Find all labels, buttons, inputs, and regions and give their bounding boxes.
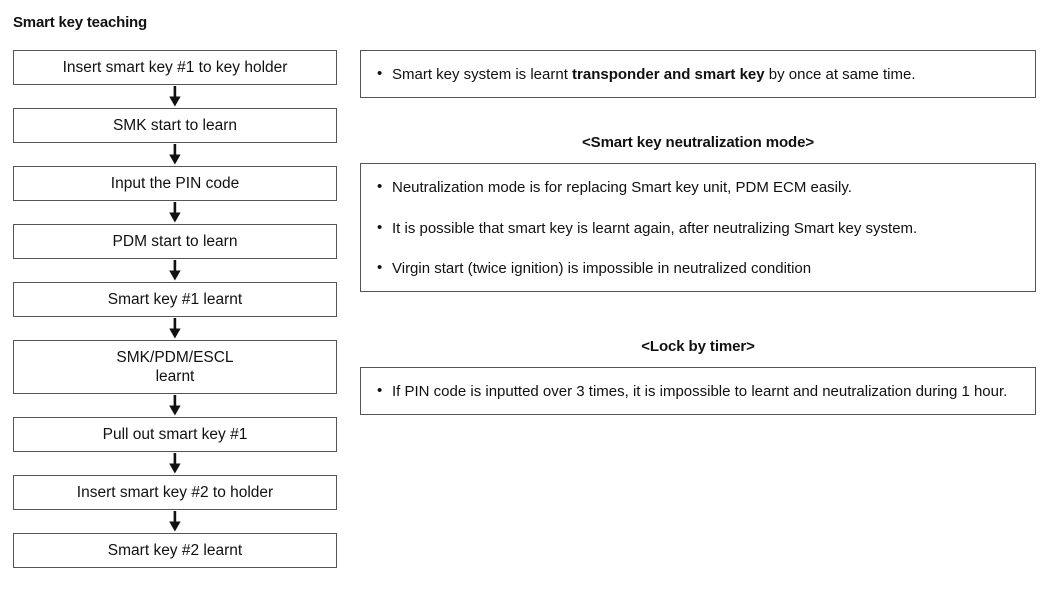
note-box-neutralization: • Neutralization mode is for replacing S… <box>360 163 1036 292</box>
flow-step: Insert smart key #2 to holder <box>13 475 337 510</box>
arrow-down-icon <box>13 510 337 533</box>
bullet-icon: • <box>377 382 383 399</box>
bullet-icon: • <box>377 218 383 236</box>
note-line: • Virgin start (twice ignition) is impos… <box>377 259 1019 279</box>
spacer <box>360 98 1036 134</box>
flow-step-label: PDM start to learn <box>112 232 238 250</box>
note-text: It is possible that smart key is learnt … <box>392 219 918 237</box>
arrow-down-icon <box>13 394 337 417</box>
arrow-down-icon <box>13 452 337 475</box>
spacer <box>360 151 1036 163</box>
heading-neutralization-mode: <Smart key neutralization mode> <box>582 134 814 152</box>
flow-step-label: Pull out smart key #1 <box>102 425 248 443</box>
spacer <box>360 292 1036 338</box>
flow-step-label: Input the PIN code <box>110 174 240 192</box>
heading-lock-by-timer: <Lock by timer> <box>641 338 755 355</box>
flow-step-label: Insert smart key #1 to key holder <box>62 58 288 76</box>
flow-step: Input the PIN code <box>13 166 337 201</box>
bullet-icon: • <box>377 258 383 276</box>
arrow-down-icon <box>13 143 337 166</box>
note-line: • It is possible that smart key is learn… <box>377 219 1019 239</box>
spacer <box>360 355 1036 367</box>
note-text: Neutralization mode is for replacing Sma… <box>392 179 852 197</box>
flow-step: Smart key #1 learnt <box>13 282 337 317</box>
notes-panel: • Smart key system is learnt transponder… <box>360 50 1036 416</box>
note-line: • Neutralization mode is for replacing S… <box>377 178 1019 198</box>
flow-step: SMK/PDM/ESCL learnt <box>13 340 337 394</box>
note-box-lock-by-timer: • If PIN code is inputted over 3 times, … <box>360 367 1036 416</box>
flow-step: SMK start to learn <box>13 108 337 143</box>
flow-step: PDM start to learn <box>13 224 337 259</box>
arrow-down-icon <box>13 201 337 224</box>
flow-step-label: SMK/PDM/ESCL learnt <box>116 348 234 385</box>
note-box-smart-key-system: • Smart key system is learnt transponder… <box>360 50 1036 99</box>
flow-step-label: SMK start to learn <box>112 116 238 134</box>
flow-step: Insert smart key #1 to key holder <box>13 50 337 85</box>
flow-step: Pull out smart key #1 <box>13 417 337 452</box>
arrow-down-icon <box>13 85 337 108</box>
bullet-icon: • <box>377 178 383 196</box>
note-line: • If PIN code is inputted over 3 times, … <box>377 382 1019 402</box>
note-line: • Smart key system is learnt transponder… <box>377 65 1019 85</box>
page-title: Smart key teaching <box>13 14 147 31</box>
flow-step-label: Smart key #1 learnt <box>107 290 243 308</box>
flow-step: Smart key #2 learnt <box>13 533 337 568</box>
note-text: If PIN code is inputted over 3 times, it… <box>392 383 1008 400</box>
note-text-pre: Smart key system is learnt <box>392 66 573 83</box>
arrow-down-icon <box>13 317 337 340</box>
bullet-icon: • <box>377 65 383 82</box>
flow-step-label: Smart key #2 learnt <box>107 541 243 559</box>
note-text: Virgin start (twice ignition) is impossi… <box>392 259 812 277</box>
flow-step-label: Insert smart key #2 to holder <box>76 483 274 501</box>
note-text-post: by once at same time. <box>764 66 916 83</box>
note-text-bold: transponder and smart key <box>572 66 765 83</box>
arrow-down-icon <box>13 259 337 282</box>
